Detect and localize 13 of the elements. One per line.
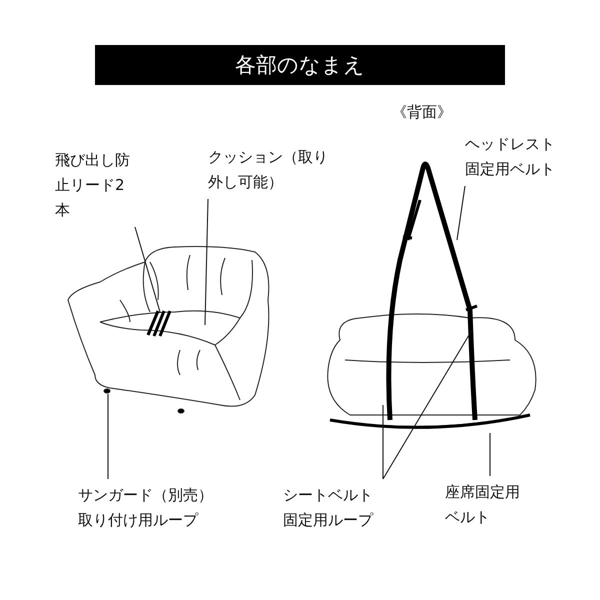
part-label: ヘッドレスト固定用ベルト (465, 132, 565, 182)
leader-line (204, 198, 208, 326)
view-label: 《背面》 (392, 102, 452, 123)
part-label: クッション（取り外し可能） (208, 145, 333, 195)
part-label: 飛び出し防止リード2本 (55, 148, 135, 223)
part-label: シートベルト固定用ループ (283, 483, 383, 533)
leader-line (382, 404, 384, 480)
leader-line (134, 226, 160, 312)
leader-line (382, 330, 472, 480)
part-label: サンガード（別売）取り付け用ループ (78, 483, 218, 533)
title-banner: 各部のなまえ (95, 45, 505, 85)
leader-line (456, 186, 466, 240)
part-label: 座席固定用ベルト (445, 480, 530, 530)
